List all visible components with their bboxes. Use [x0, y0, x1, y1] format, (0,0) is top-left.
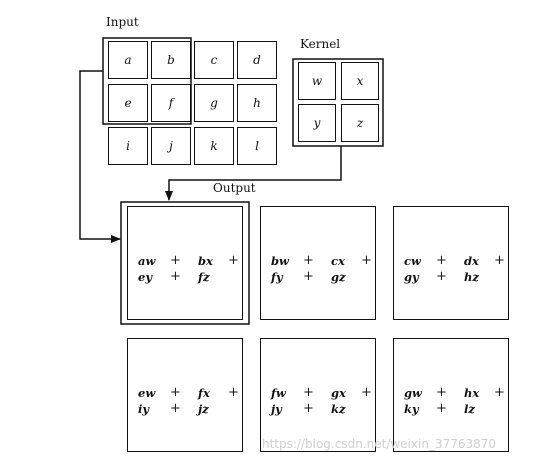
kernel-cell: z	[341, 104, 379, 142]
input-highlight	[102, 37, 192, 125]
term: hz	[464, 270, 479, 284]
term: fy	[271, 270, 283, 284]
plus-sign: +	[494, 253, 505, 268]
term: kz	[331, 402, 346, 416]
input-cell: h	[237, 84, 277, 122]
term: ky	[404, 402, 419, 416]
input-cell: j	[151, 127, 191, 165]
plus-sign: +	[303, 269, 314, 284]
output-cell: gw + hx + ky + lz	[393, 338, 509, 452]
input-cell: e	[108, 84, 148, 122]
term: cw	[404, 254, 421, 268]
plus-sign: +	[303, 253, 314, 268]
term: bx	[198, 254, 213, 268]
output-cell: fw + gx + jy + kz	[260, 338, 376, 452]
output-cell: ew + fx + iy + jz	[127, 338, 243, 452]
term: lz	[464, 402, 475, 416]
output-expression: bw + cx + fy + gz	[271, 253, 375, 285]
plus-sign: +	[436, 401, 447, 416]
input-cell: f	[151, 84, 191, 122]
term: aw	[138, 254, 156, 268]
plus-sign: +	[170, 385, 181, 400]
input-to-output-arrow	[79, 70, 121, 243]
term: gx	[331, 386, 346, 400]
term: fz	[198, 270, 210, 284]
term: ey	[138, 270, 152, 284]
input-label: Input	[106, 15, 139, 29]
kernel-cell: x	[341, 62, 379, 100]
plus-sign: +	[303, 385, 314, 400]
term: iy	[138, 402, 150, 416]
input-cell: a	[108, 41, 148, 79]
input-cell: i	[108, 127, 148, 165]
input-cell: k	[194, 127, 234, 165]
input-cell: d	[237, 41, 277, 79]
term: fx	[198, 386, 210, 400]
output-expression: ew + fx + iy + jz	[138, 385, 242, 417]
output-expression: fw + gx + jy + kz	[271, 385, 375, 417]
kernel-to-output-arrow	[165, 146, 342, 201]
plus-sign: +	[361, 253, 372, 268]
term: dx	[464, 254, 479, 268]
plus-sign: +	[170, 253, 181, 268]
input-cell: c	[194, 41, 234, 79]
term: hx	[464, 386, 480, 400]
term: jy	[271, 402, 282, 416]
plus-sign: +	[303, 401, 314, 416]
term: bw	[271, 254, 289, 268]
plus-sign: +	[494, 385, 505, 400]
term: gy	[404, 270, 419, 284]
plus-sign: +	[228, 253, 239, 268]
output-expression: gw + hx + ky + lz	[404, 385, 508, 417]
plus-sign: +	[228, 385, 239, 400]
kernel-cell: y	[298, 104, 336, 142]
output-expression: cw + dx + gy + hz	[404, 253, 508, 285]
term: gw	[404, 386, 422, 400]
term: ew	[138, 386, 156, 400]
plus-sign: +	[170, 269, 181, 284]
watermark: https://blog.csdn.net/weixin_37763870	[262, 437, 497, 451]
plus-sign: +	[436, 385, 447, 400]
plus-sign: +	[436, 269, 447, 284]
plus-sign: +	[361, 385, 372, 400]
input-cell: g	[194, 84, 234, 122]
kernel-label: Kernel	[300, 37, 341, 51]
input-cell: b	[151, 41, 191, 79]
plus-sign: +	[170, 401, 181, 416]
plus-sign: +	[436, 253, 447, 268]
term: fw	[271, 386, 286, 400]
output-label: Output	[213, 181, 256, 195]
term: cx	[331, 254, 345, 268]
term: gz	[331, 270, 346, 284]
output-cell: bw + cx + fy + gz	[260, 206, 376, 320]
output-cell: cw + dx + gy + hz	[393, 206, 509, 320]
kernel-highlight	[292, 58, 384, 147]
output-cell: aw + bx + ey + fz	[127, 206, 243, 320]
kernel-cell: w	[298, 62, 336, 100]
term: jz	[198, 402, 209, 416]
input-cell: l	[237, 127, 277, 165]
output-expression: aw + bx + ey + fz	[138, 253, 242, 285]
output-highlight	[120, 201, 250, 325]
